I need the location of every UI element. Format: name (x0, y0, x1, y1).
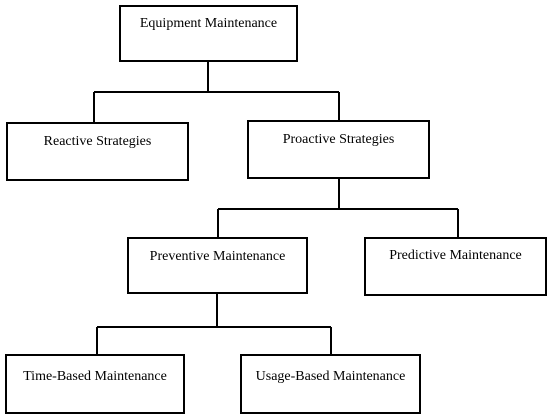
node-predictive-maintenance: Predictive Maintenance (364, 237, 547, 296)
node-label: Preventive Maintenance (149, 249, 286, 264)
node-label: Predictive Maintenance (389, 248, 522, 263)
node-proactive-strategies: Proactive Strategies (247, 120, 430, 179)
node-label: Equipment Maintenance (139, 16, 278, 31)
node-label: Proactive Strategies (282, 132, 395, 147)
connector-root-children (93, 62, 340, 122)
node-label: Usage-Based Maintenance (255, 369, 406, 384)
node-usage-based-maintenance: Usage-Based Maintenance (240, 354, 421, 414)
node-time-based-maintenance: Time-Based Maintenance (5, 354, 185, 414)
node-reactive-strategies: Reactive Strategies (6, 122, 189, 181)
node-label: Reactive Strategies (43, 134, 152, 149)
node-preventive-maintenance: Preventive Maintenance (127, 237, 308, 294)
node-label: Time-Based Maintenance (23, 369, 167, 384)
node-equipment-maintenance: Equipment Maintenance (119, 5, 298, 62)
connector-preventive-children (96, 294, 332, 354)
connector-proactive-children (217, 179, 459, 237)
